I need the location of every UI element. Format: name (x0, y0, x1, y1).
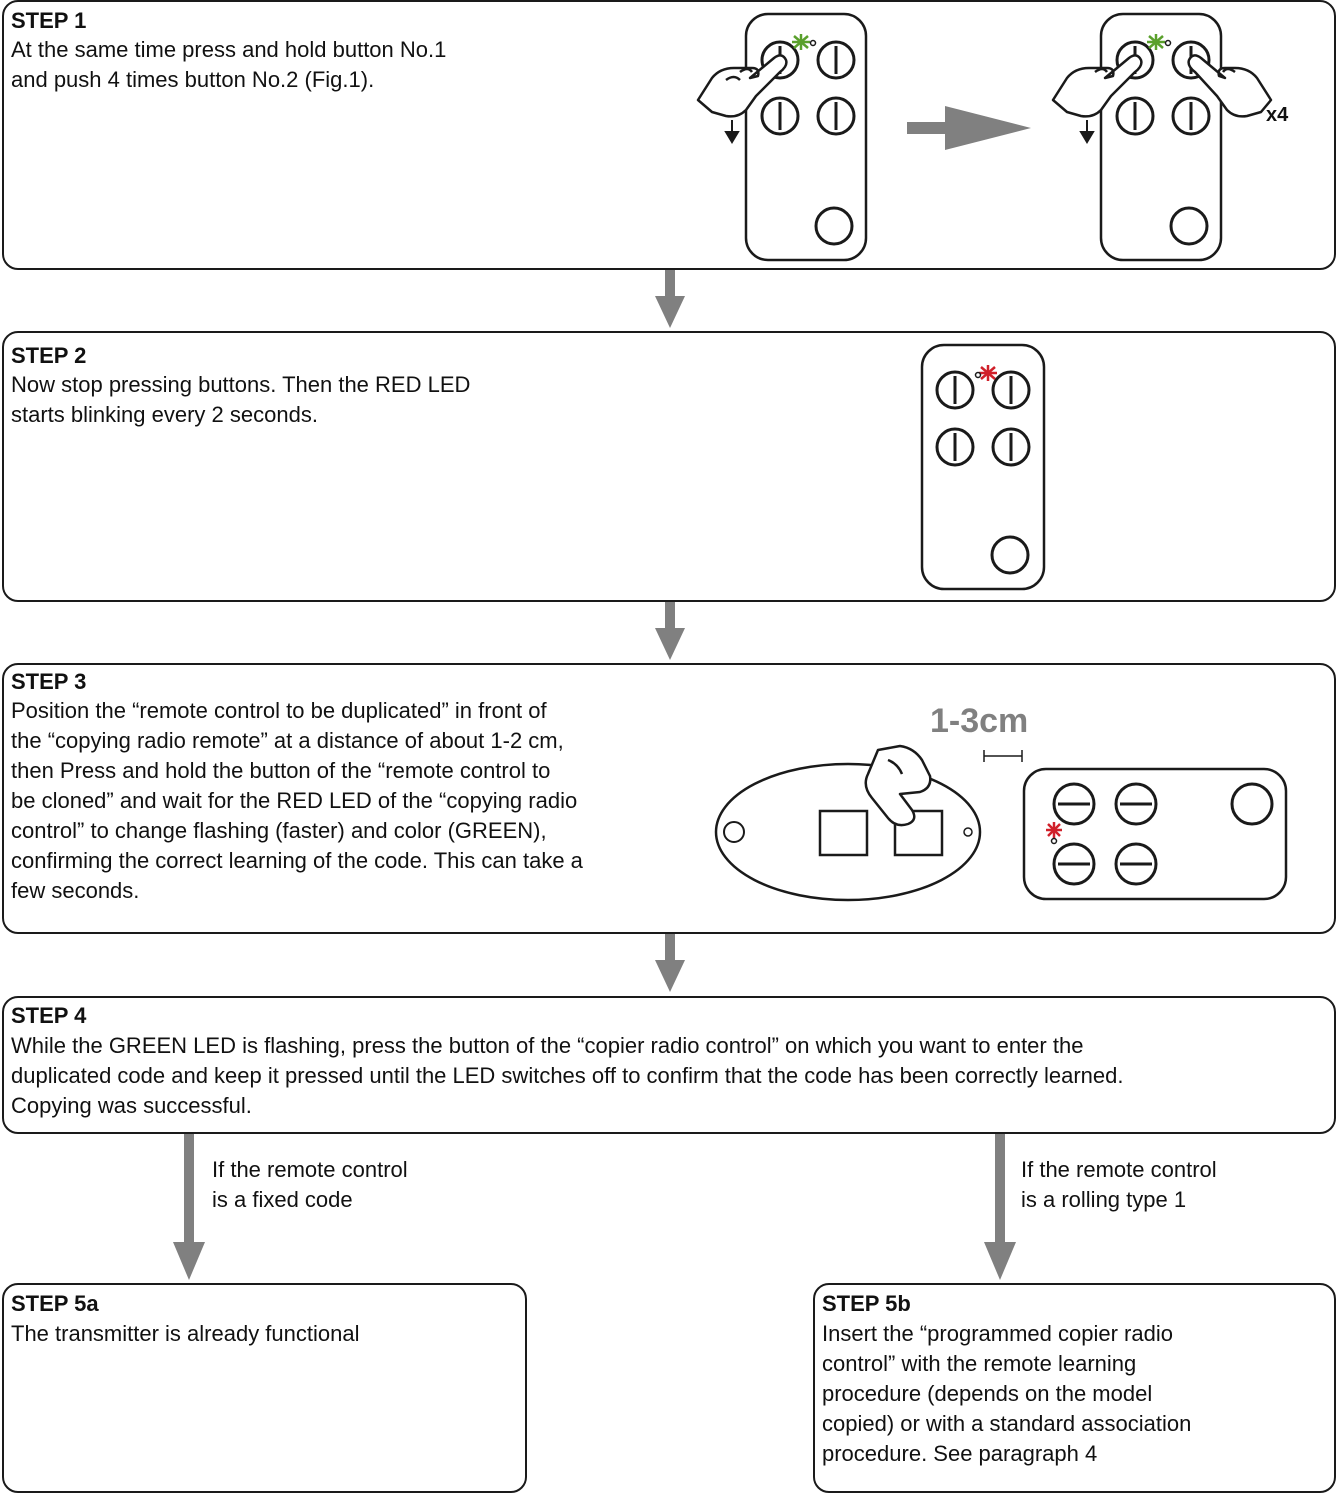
distance-marker (983, 750, 1023, 762)
step-1-title: STEP 1 (11, 8, 87, 33)
step-2-title: STEP 2 (11, 343, 87, 368)
step-2-text: Now stop pressing buttons. Then the RED … (11, 372, 471, 427)
step-2-remote (920, 343, 1046, 591)
step-4-text: While the GREEN LED is flashing, press t… (11, 1033, 1124, 1118)
step-5b-text: Insert the “programmed copier radio cont… (822, 1321, 1192, 1466)
distance-label: 1-3cm (930, 702, 1029, 740)
branch-arrow-right (984, 1134, 1016, 1280)
led-icon (979, 365, 997, 381)
remote-button-3 (760, 96, 800, 136)
down-arrow-2 (655, 602, 685, 660)
branch-arrow-left (173, 1134, 205, 1280)
step-4-title: STEP 4 (11, 1003, 87, 1028)
step-3-figure (714, 744, 1288, 902)
remote-button-2 (816, 40, 856, 80)
hand-press-icon (864, 744, 932, 827)
original-remote-button-1 (818, 809, 869, 857)
step-3-title: STEP 3 (11, 669, 87, 694)
branch-label-left: If the remote control is a fixed code (212, 1157, 408, 1212)
down-arrow-3 (655, 934, 685, 992)
hand-press-icon-right (1187, 54, 1273, 118)
step-1-text: At the same time press and hold button N… (11, 37, 447, 92)
step-5a-text: The transmitter is already functional (11, 1321, 360, 1346)
step-2-box (2, 331, 1336, 602)
step-3-text: Position the “remote control to be dupli… (11, 698, 583, 903)
hand-press-icon (696, 54, 788, 118)
led-icon (792, 34, 810, 50)
led-icon (1046, 822, 1062, 838)
remote-round-button (814, 206, 854, 246)
led-icon (1147, 34, 1165, 50)
step-1-remote-b (1051, 12, 1273, 262)
down-arrow-icon (724, 120, 740, 144)
hand-press-icon (1051, 54, 1143, 118)
right-arrow-icon (907, 106, 1031, 150)
step-1-remote-a (696, 12, 868, 262)
step-5a-title: STEP 5a (11, 1291, 99, 1316)
branch-label-right: If the remote control is a rolling type … (1021, 1157, 1217, 1212)
down-arrow-1 (655, 270, 685, 328)
step-5b-title: STEP 5b (822, 1291, 911, 1316)
step-4-box (2, 996, 1336, 1134)
times-label: x4 (1266, 104, 1289, 126)
remote-button-4 (816, 96, 856, 136)
